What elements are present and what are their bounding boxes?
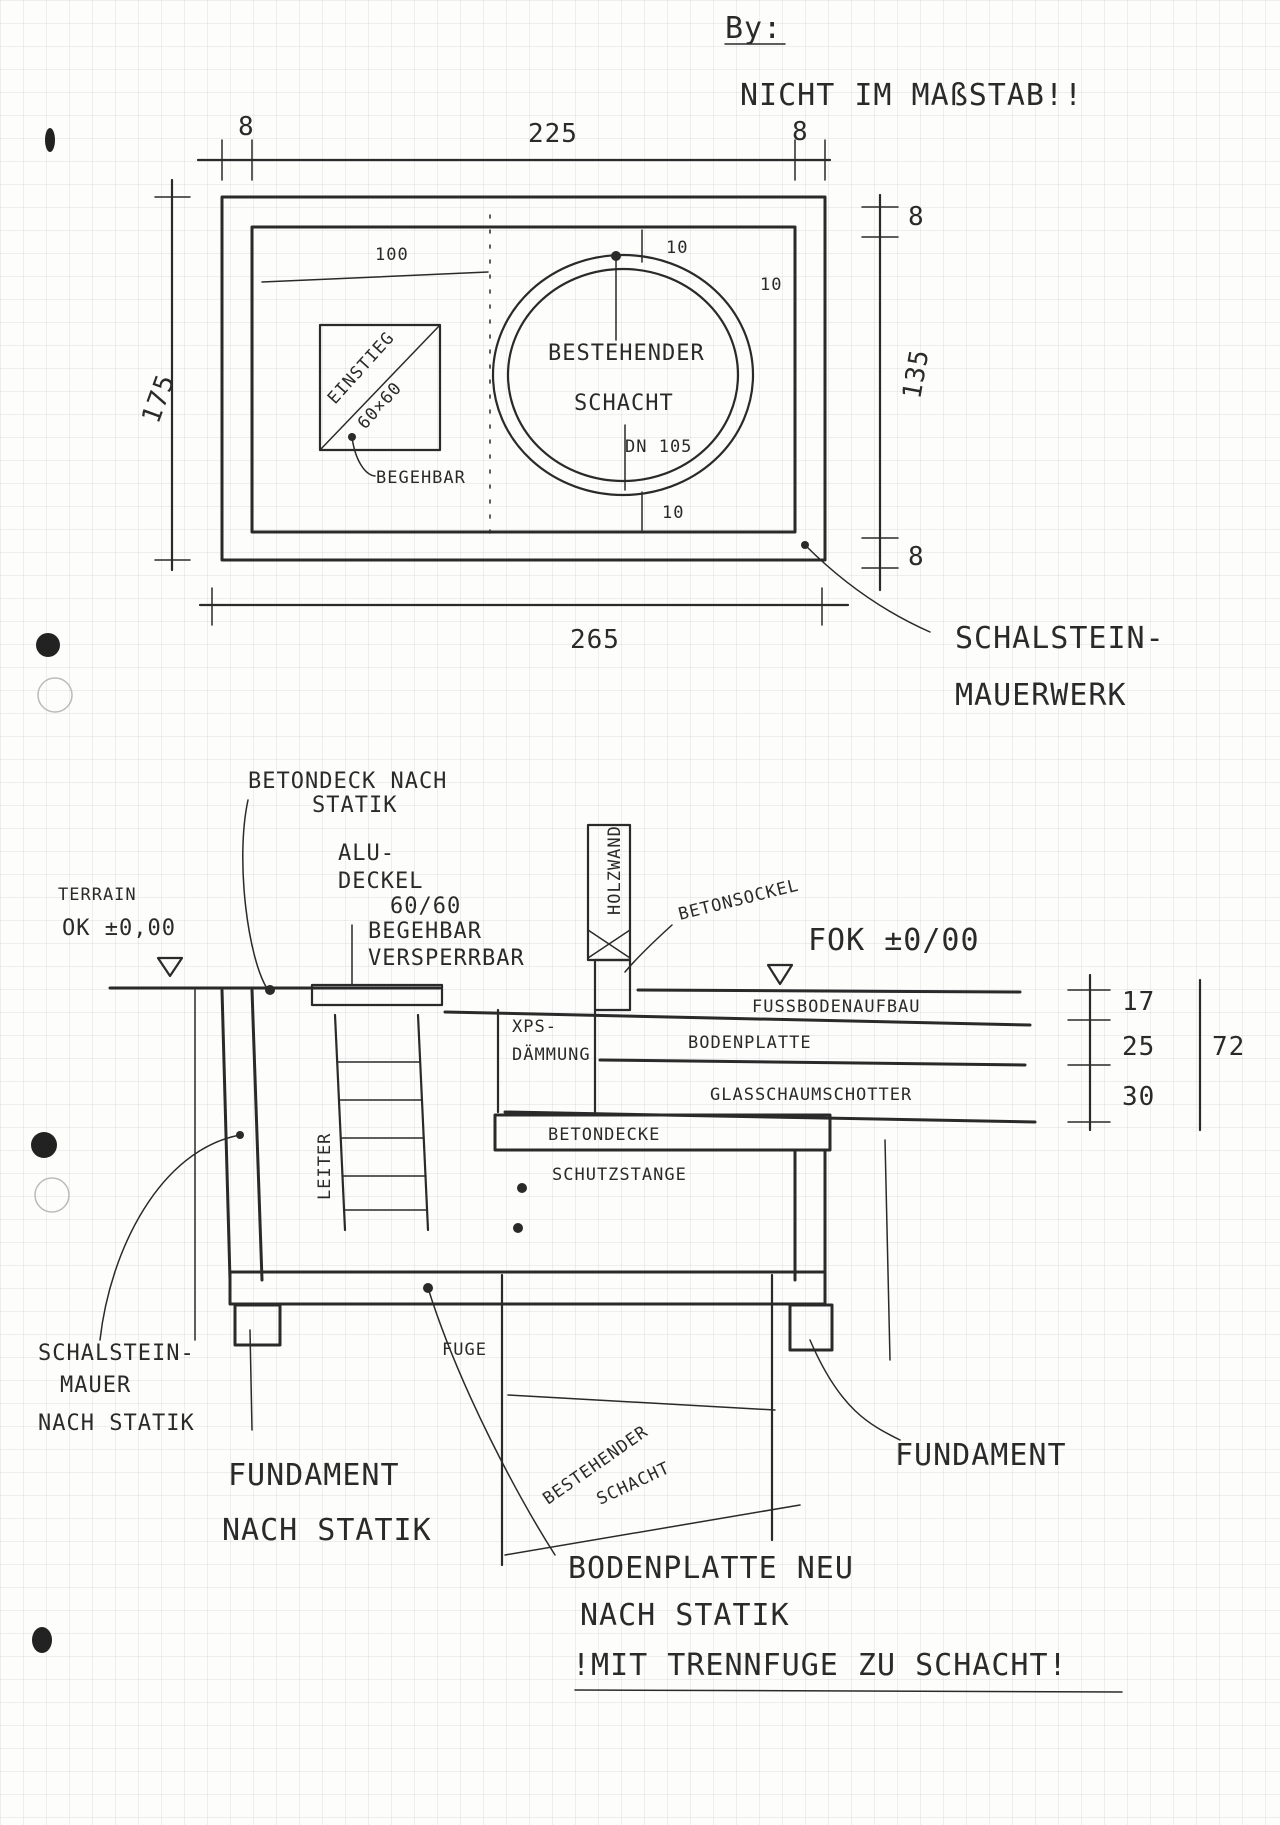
dim-right-height: 135 [897, 347, 935, 401]
dim-72: 72 [1212, 1032, 1245, 1062]
slab-note-underline [574, 1689, 1123, 1693]
terrain-2: OK ±0,00 [62, 916, 176, 941]
ladder-rail-right [416, 1013, 430, 1232]
xps-2: DÄMMUNG [512, 1044, 591, 1065]
dim-shaft-top: 10 [666, 238, 688, 258]
dim-shaft-right: 10 [760, 275, 782, 295]
foundation-left [233, 1303, 282, 1347]
outer-wall [220, 195, 827, 562]
hole-top [45, 128, 55, 152]
xps-1: XPS- [512, 1017, 557, 1037]
fok-label: FOK ±0/00 [808, 923, 980, 958]
section-view: BETONDECK NACH STATIK ALU- DECKEL 60/60 … [38, 769, 1245, 1693]
dim-shaft-bottom: 10 [662, 503, 684, 523]
shaft-outer [491, 253, 755, 497]
concrete-cover-2: STATIK [312, 793, 397, 818]
betondecke-label: BETONDECKE [548, 1125, 660, 1145]
fok-marker-icon [766, 963, 794, 986]
wall-label-2: MAUER [60, 1373, 131, 1398]
dim-30: 30 [1122, 1082, 1155, 1112]
scale-note: NICHT IM MAßSTAB!! [740, 78, 1083, 113]
dim-top-right: 8 [792, 117, 809, 147]
wall-label-1: SCHALSTEIN- [38, 1341, 195, 1366]
by-label: By: [725, 11, 782, 46]
alu-2: DECKEL [338, 869, 423, 894]
dim-17: 17 [1122, 987, 1155, 1017]
foundation-left-1: FUNDAMENT [228, 1458, 400, 1493]
dim-top-width: 225 [528, 119, 578, 149]
inner-wall [250, 225, 797, 534]
betonsockel-block [593, 958, 632, 1012]
layer-slab: BODENPLATTE [688, 1033, 812, 1053]
masonry-label-2: MAUERWERK [955, 678, 1127, 713]
foundation-left-2: NACH STATIK [222, 1513, 432, 1548]
alu-4: BEGEHBAR [368, 919, 482, 944]
bottom-slab [228, 1270, 827, 1306]
hole-3 [31, 1132, 57, 1158]
floor-build-line [443, 1010, 1032, 1027]
hole-1 [36, 633, 60, 657]
ladder-rail-left [333, 1013, 347, 1232]
holzwand-label: HOLZWAND [605, 825, 625, 915]
left-wall-inner [250, 988, 264, 1282]
foundation-right [788, 1303, 834, 1352]
slab-new-1: BODENPLATTE NEU [568, 1551, 854, 1586]
dim-25: 25 [1122, 1032, 1155, 1062]
dim-inner-offset-line [261, 271, 489, 283]
slab-new-3: !MIT TRENNFUGE ZU SCHACHT! [572, 1648, 1068, 1683]
shaft-inner [506, 267, 740, 483]
masonry-label-1: SCHALSTEIN- [955, 621, 1165, 656]
masonry-leader [804, 544, 931, 633]
fuge-label: FUGE [442, 1340, 487, 1360]
foundation-right-label: FUNDAMENT [895, 1438, 1067, 1473]
dim-inner-offset: 100 [375, 245, 409, 265]
wall-label-3: NACH STATIK [38, 1411, 195, 1436]
alu-3: 60/60 [390, 894, 461, 919]
dim-top-left: 8 [238, 112, 255, 142]
hatch-walkable: BEGEHBAR [376, 468, 466, 488]
plan-view: 8 225 8 175 8 135 8 265 100 EINSTIEG 60×… [136, 112, 1165, 713]
shaft-label-1: BESTEHENDER [548, 341, 705, 366]
slab-new-2: NACH STATIK [580, 1598, 790, 1633]
section-hatch [310, 983, 444, 1007]
concrete-cover-1: BETONDECK NACH [248, 769, 447, 794]
concrete-cover-leader [242, 799, 269, 991]
dim-left-height: 175 [136, 370, 181, 427]
dim-right-top: 8 [908, 202, 925, 232]
dim-bottom-width: 265 [570, 625, 620, 655]
betonsockel-label: BETONSOCKEL [676, 876, 801, 925]
schutzstange-label: SCHUTZSTANGE [552, 1165, 687, 1185]
hole-2 [37, 677, 73, 713]
shaft-label-2: SCHACHT [574, 391, 674, 416]
terrain-marker-icon [156, 956, 184, 978]
dim-right-bottom: 8 [908, 542, 925, 572]
alu-5: VERSPERRBAR [368, 946, 525, 971]
hole-5 [32, 1627, 52, 1653]
hole-4 [34, 1177, 70, 1213]
betondecke-slab [493, 1113, 832, 1152]
binder-holes [31, 128, 73, 1653]
alu-1: ALU- [338, 841, 395, 866]
hatch-diagonal [319, 324, 441, 451]
floor-top-line [636, 988, 1022, 994]
layer-floor-build: FUSSBODENAUFBAU [752, 997, 921, 1017]
hatch-square [318, 323, 442, 452]
shaft-dn: DN 105 [625, 437, 692, 457]
terrain-1: TERRAIN [58, 885, 137, 905]
slab-line [598, 1058, 1027, 1067]
ladder-label: LEITER [315, 1133, 335, 1200]
left-wall-outer [220, 988, 232, 1282]
layer-foam-glass: GLASSCHAUMSCHOTTER [710, 1085, 912, 1105]
